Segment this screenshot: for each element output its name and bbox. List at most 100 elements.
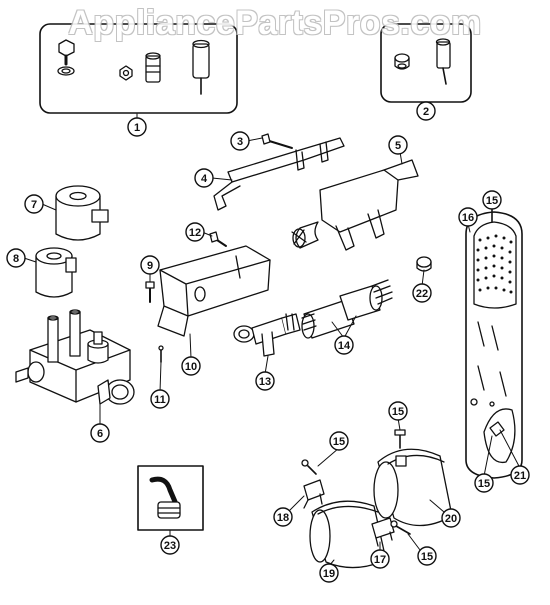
callout-2: 2: [416, 101, 436, 121]
part-17-bracket: [371, 517, 395, 547]
callout-label: 1: [134, 122, 140, 134]
callout-circle: [334, 335, 354, 355]
callout-circle: [370, 549, 390, 569]
callout-label: 5: [395, 140, 401, 152]
part-16-perforated-cover: [465, 211, 523, 479]
callout-label: 16: [462, 212, 474, 224]
callout-20: 20: [441, 508, 461, 528]
part-10-mounting-bracket: [157, 245, 271, 337]
callout-15: 15: [474, 473, 494, 493]
callout-16: 16: [458, 207, 478, 227]
callout-label: 14: [338, 340, 351, 352]
part-19-burner-tube: [309, 500, 387, 569]
callout-label: 3: [237, 136, 243, 148]
callout-label: 22: [416, 288, 428, 300]
part-group-23: [137, 465, 204, 531]
callout-label: 15: [421, 551, 433, 563]
callout-circle: [255, 371, 275, 391]
callout-label: 2: [423, 106, 429, 118]
callout-3: 3: [230, 131, 250, 151]
watermark-text: AppliancePartsPros.com: [68, 4, 482, 42]
callout-circle: [510, 465, 530, 485]
callout-circle: [388, 401, 408, 421]
part-18-bracket: [303, 479, 325, 509]
callout-label: 20: [445, 513, 457, 525]
callout-circle: [230, 131, 250, 151]
part-22-plug: [416, 256, 432, 272]
part-11-pin: [158, 345, 164, 363]
callout-circle: [412, 283, 432, 303]
callout-label: 15: [392, 406, 404, 418]
callout-label: 12: [189, 227, 201, 239]
callout-circle: [194, 168, 214, 188]
callout-label: 13: [259, 376, 271, 388]
callout-5: 5: [388, 135, 408, 155]
callout-12: 12: [185, 222, 205, 242]
part-3-screw: [261, 133, 293, 149]
part-20-burner-shield: [373, 448, 453, 527]
callout-10: 10: [181, 356, 201, 376]
callout-7: 7: [24, 194, 44, 214]
callout-circle: [6, 248, 26, 268]
callout-1: 1: [127, 117, 147, 137]
callout-6: 6: [90, 423, 110, 443]
callout-15: 15: [388, 401, 408, 421]
part-15-screw-upper-right: [394, 429, 406, 449]
callout-22: 22: [412, 283, 432, 303]
callout-circle: [160, 535, 180, 555]
callout-8: 8: [6, 248, 26, 268]
callout-label: 23: [164, 540, 176, 552]
callout-circle: [150, 389, 170, 409]
callout-23: 23: [160, 535, 180, 555]
callout-circle: [127, 117, 147, 137]
part-4-igniter-bracket: [213, 137, 345, 211]
callout-13: 13: [255, 371, 275, 391]
callout-circle: [90, 423, 110, 443]
callout-4: 4: [194, 168, 214, 188]
callout-label: 10: [185, 361, 197, 373]
callout-circle: [416, 101, 436, 121]
callout-circle: [181, 356, 201, 376]
callout-14: 14: [334, 335, 354, 355]
callout-circle: [482, 190, 502, 210]
callout-15: 15: [329, 431, 349, 451]
part-6-gas-valve: [15, 309, 135, 405]
callout-circle: [474, 473, 494, 493]
part-5-burner-tube-bracket: [291, 159, 419, 251]
callout-label: 18: [277, 512, 289, 524]
callout-circle: [140, 255, 160, 275]
part-9-screw: [145, 281, 155, 303]
callout-label: 15: [333, 436, 345, 448]
part-group-1: [39, 23, 238, 114]
callout-label: 15: [478, 478, 490, 490]
callout-label: 15: [486, 195, 498, 207]
callout-label: 11: [154, 394, 166, 406]
callout-circle: [329, 431, 349, 451]
callout-label: 8: [13, 253, 19, 265]
part-8-solenoid-coil: [35, 247, 77, 298]
callout-label: 19: [323, 568, 335, 580]
part-7-solenoid-coil: [55, 185, 109, 241]
callout-label: 6: [97, 428, 103, 440]
callout-17: 17: [370, 549, 390, 569]
part-13-orifice-elbow: [233, 313, 301, 357]
callout-18: 18: [273, 507, 293, 527]
perforation-holes: [476, 234, 513, 294]
callout-circle: [441, 508, 461, 528]
callout-circle: [388, 135, 408, 155]
callout-circle: [273, 507, 293, 527]
callout-15: 15: [482, 190, 502, 210]
callout-circle: [417, 546, 437, 566]
callout-circle: [319, 563, 339, 583]
callout-label: 21: [514, 470, 526, 482]
callout-label: 7: [31, 199, 37, 211]
callout-11: 11: [150, 389, 170, 409]
part-15-screw-left: [301, 459, 317, 475]
callout-9: 9: [140, 255, 160, 275]
part-12-screw: [209, 231, 227, 247]
callout-21: 21: [510, 465, 530, 485]
part-14-burner-tubes: [301, 279, 393, 339]
callout-circle: [185, 222, 205, 242]
